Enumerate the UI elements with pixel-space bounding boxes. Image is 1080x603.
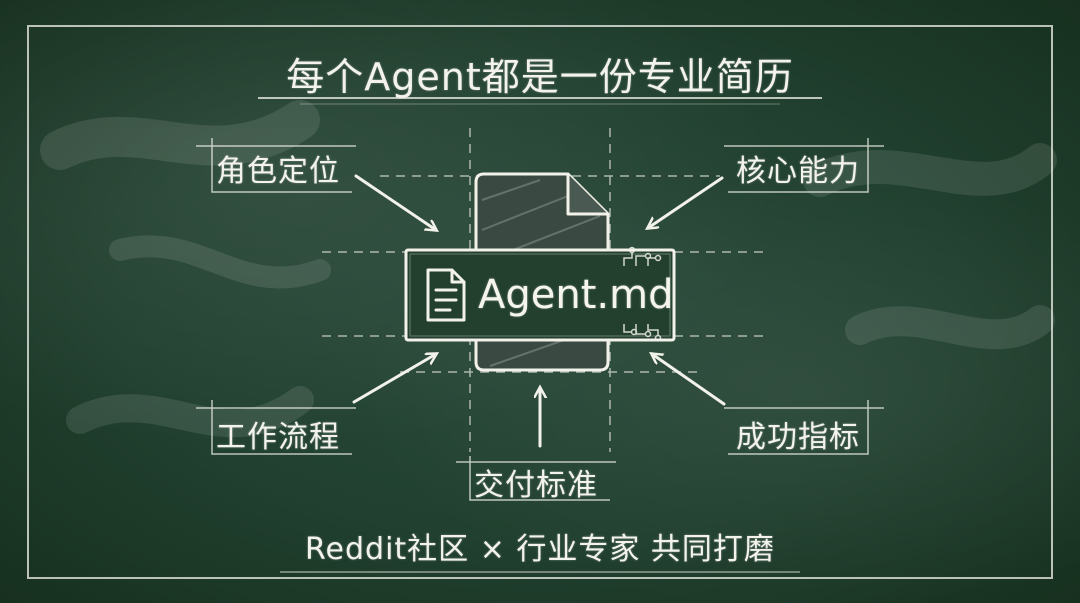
node-role: 角色定位: [216, 154, 340, 189]
page-title: 每个Agent都是一份专业简历: [286, 55, 794, 99]
node-brackets: [196, 138, 884, 501]
center-label-panel: [404, 248, 676, 342]
arrow-workflow: [352, 354, 436, 404]
arrow-capability: [648, 176, 724, 228]
arrow-role: [354, 174, 436, 230]
outer-frame: [27, 25, 1053, 579]
circuit-marks: [623, 246, 662, 342]
node-workflow: 工作流程: [216, 420, 340, 455]
chalk-smudges: [40, 100, 1057, 438]
footer-caption: Reddit社区 × 行业专家 共同打磨: [305, 532, 775, 567]
center-label: Agent.md: [478, 272, 674, 318]
arrows: [352, 174, 726, 448]
node-delivery: 交付标准: [474, 468, 598, 503]
node-success: 成功指标: [736, 420, 860, 455]
arrow-success: [652, 354, 726, 406]
node-capability: 核心能力: [736, 154, 860, 189]
document-icon: [426, 268, 466, 322]
